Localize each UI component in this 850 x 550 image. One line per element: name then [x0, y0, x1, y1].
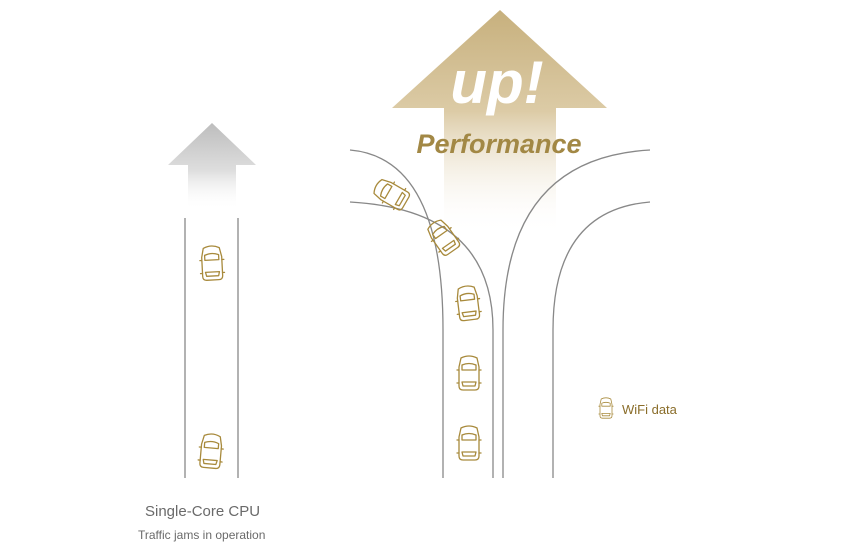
gold-up-arrow	[392, 10, 607, 235]
headline-performance: Performance	[416, 129, 581, 159]
legend-car-icon	[598, 397, 614, 419]
road-inner-left-edge	[349, 201, 494, 478]
road-inner-right-edge	[502, 149, 651, 478]
legend-wifi-data-label: WiFi data	[622, 402, 677, 417]
single-core-cpu-label: Single-Core CPU	[145, 503, 261, 520]
car-icon	[198, 244, 226, 282]
road-outer-left-edge	[349, 149, 444, 478]
car-icon	[456, 355, 482, 391]
car-icon	[453, 284, 483, 322]
car-icon	[456, 425, 482, 461]
road-outer-right-edge	[552, 201, 651, 478]
traffic-jam-caption: Traffic jams in operation	[138, 528, 266, 542]
car-icon	[196, 432, 226, 470]
gray-up-arrow	[168, 123, 256, 210]
headline-up: up!	[450, 49, 543, 116]
